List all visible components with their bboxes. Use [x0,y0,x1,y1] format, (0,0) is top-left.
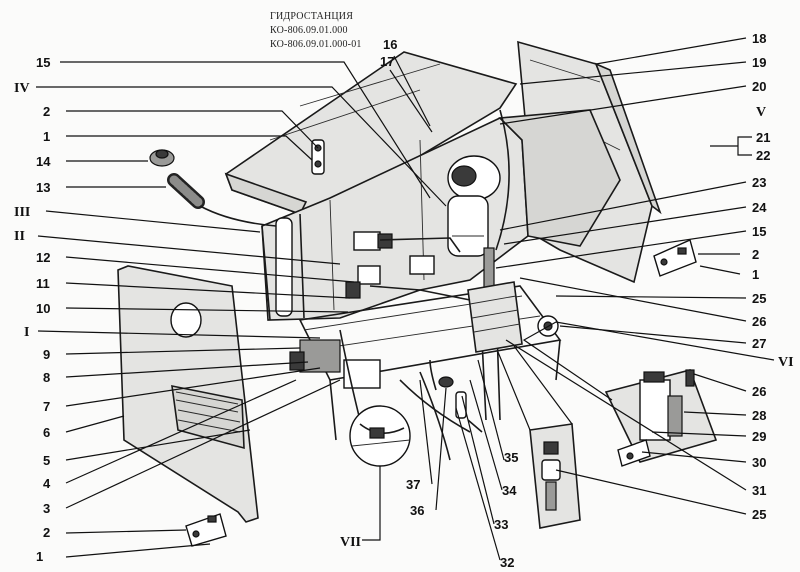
callout-5: 5 [43,453,50,468]
callout-16: 16 [383,37,397,52]
filter-assembly [447,155,501,289]
callout-26-low: 26 [752,384,766,399]
callout-17: 17 [380,54,394,69]
callout-3: 3 [43,501,50,516]
hydraulic-distributor [467,281,559,353]
callout-2-top: 2 [43,104,50,119]
callout-23: 23 [752,175,766,190]
callout-27: 27 [752,336,766,351]
callout-2-right: 2 [752,247,759,262]
view-label-VI: VI [778,355,794,370]
callout-28: 28 [752,408,766,423]
callout-25-low: 25 [752,507,766,522]
detail-35-inset [529,423,581,529]
callout-33: 33 [494,517,508,532]
leader-lines [36,37,775,561]
callout-2-bottom: 2 [43,525,50,540]
filler-cap [149,149,175,167]
callout-8: 8 [43,370,50,385]
callout-19: 19 [752,55,766,70]
detail-35-projection [497,345,573,431]
callout-31: 31 [752,483,766,498]
callout-1-bottom: 1 [36,549,43,564]
callout-14: 14 [36,154,51,169]
callout-1-top: 1 [43,129,50,144]
bolt-set-right [653,239,697,277]
callout-9: 9 [43,347,50,362]
callout-35: 35 [504,450,518,465]
callout-15-right: 15 [752,224,766,239]
bolt-set-bottom [185,513,227,547]
callout-12: 12 [36,250,50,265]
callout-7: 7 [43,399,50,414]
callout-32: 32 [500,555,514,570]
callout-21: 21 [756,130,770,145]
callout-34: 34 [502,483,517,498]
drawing-header: ГИДРОСТАНЦИЯ КО-806.09.01.000 КО-806.09.… [258,10,362,52]
callout-labels: 1 2 3 4 5 6 7 8 9 10 11 12 13 14 15 16 1… [14,31,794,570]
callout-37: 37 [406,477,420,492]
callout-13: 13 [36,180,50,195]
drawing-code-1: КО-806.09.01.000 [270,25,348,36]
bolt-set-top [311,139,325,175]
callout-22: 22 [756,148,770,163]
tank-cover [224,51,518,221]
callout-20: 20 [752,79,766,94]
view-label-VII: VII [340,535,361,550]
valve-blocks [289,231,435,389]
drawing-code-2: КО-806.09.01.000-01 [270,39,362,50]
breather-hose [167,173,277,227]
callout-1-right: 1 [752,267,759,282]
callout-30: 30 [752,455,766,470]
view-label-IV: IV [14,81,30,96]
callout-29: 29 [752,429,766,444]
view-label-III: III [14,205,30,220]
view-label-II: II [14,229,25,244]
callout-6: 6 [43,425,50,440]
callout-36: 36 [410,503,424,518]
callout-26-top: 26 [752,314,766,329]
view-label-I: I [24,325,29,340]
callout-18: 18 [752,31,766,46]
callout-25-top: 25 [752,291,766,306]
callout-15-left: 15 [36,55,50,70]
callout-11: 11 [36,276,50,291]
callout-4: 4 [43,476,51,491]
callout-10: 10 [36,301,50,316]
detail-VI [604,369,718,467]
left-side-panel [117,265,259,523]
callout-24: 24 [752,200,767,215]
drawing-title: ГИДРОСТАНЦИЯ [270,11,354,22]
fitting-cluster [438,376,483,433]
view-label-V: V [756,105,766,120]
detail-VII [349,405,411,467]
